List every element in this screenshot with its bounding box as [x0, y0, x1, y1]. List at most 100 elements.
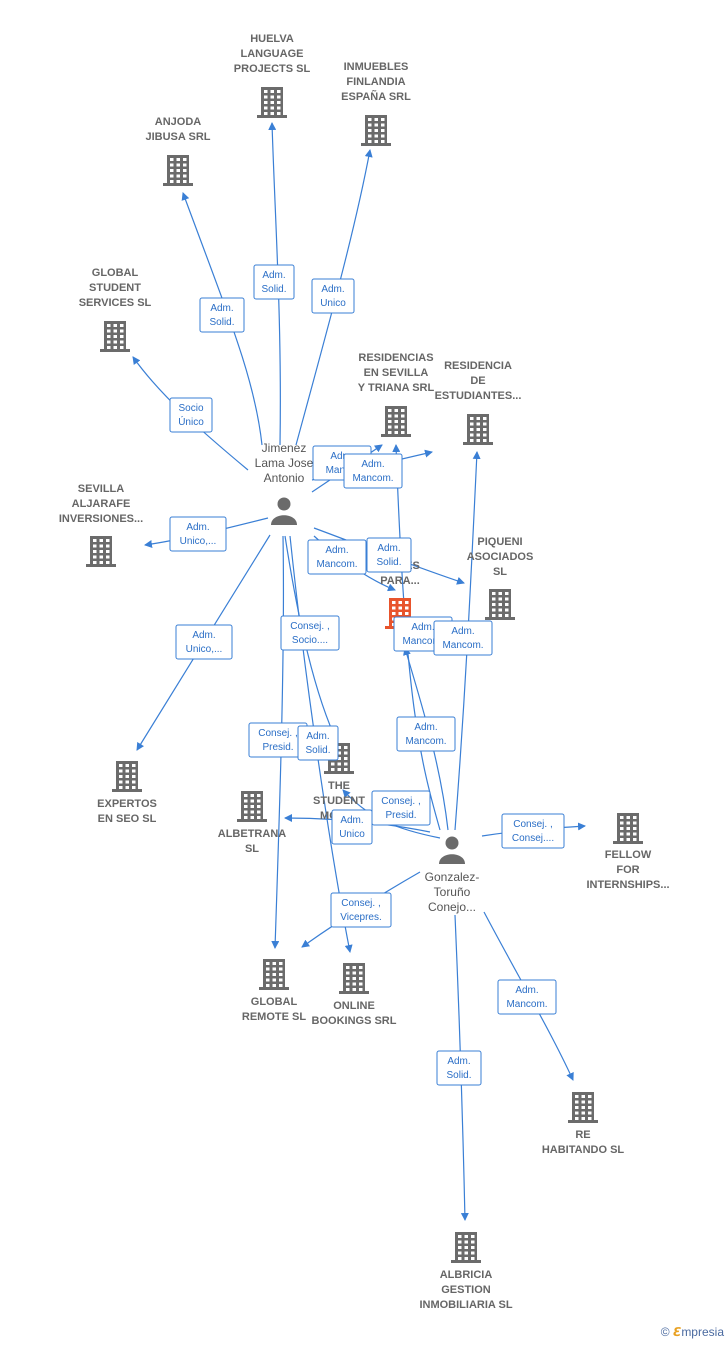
company-label: ALBRICIA: [440, 1269, 493, 1281]
relation-label-r1[interactable]: Adm.Solid.: [253, 264, 295, 300]
company-node-global_remote[interactable]: GLOBAL REMOTE SL: [242, 959, 306, 1023]
company-node-sevilla_aljarafe[interactable]: SEVILLAALJARAFEINVERSIONES...: [59, 483, 143, 567]
relation-text: Adm.: [306, 731, 329, 742]
building-icon: [86, 536, 116, 567]
relation-label-r6[interactable]: Adm.Mancom.: [343, 453, 403, 489]
company-node-fellow[interactable]: FELLOWFORINTERNSHIPS...: [586, 813, 670, 891]
relation-label-r17[interactable]: Consej. ,Presid.: [371, 790, 431, 826]
relation-text: Mancom.: [402, 636, 443, 647]
company-label: ESTUDIANTES...: [435, 390, 522, 402]
empresia-logo-icon: ℇ: [672, 1325, 682, 1339]
company-node-residencia_estudiantes[interactable]: RESIDENCIADEESTUDIANTES...: [435, 360, 522, 445]
relation-text: Socio....: [292, 635, 328, 646]
company-label: INTERNSHIPS...: [586, 879, 669, 891]
company-label: HABITANDO SL: [542, 1144, 625, 1156]
company-label: STUDENT: [89, 282, 141, 294]
person-label: Gonzalez-: [425, 870, 480, 884]
person-node-gonzalez[interactable]: Gonzalez-ToruñoConejo...: [425, 836, 480, 915]
relation-label-r2[interactable]: Adm.Unico: [311, 278, 355, 314]
relation-text: Adm.: [262, 270, 285, 281]
company-label: Y TRIANA SRL: [358, 382, 435, 394]
company-label: SEVILLA: [78, 483, 125, 495]
company-label: ONLINE: [333, 1000, 375, 1012]
relation-text: Consej. ,: [513, 819, 552, 830]
person-icon: [439, 836, 465, 864]
company-label: GLOBAL: [251, 996, 298, 1008]
relation-text: Adm.: [411, 622, 434, 633]
relation-edge: [181, 192, 263, 446]
company-label: STUDENT: [313, 795, 365, 807]
relation-box: [297, 725, 339, 761]
company-label: THE: [328, 780, 350, 792]
relation-label-r19[interactable]: Consej. ,Consej....: [501, 813, 565, 849]
company-label: GLOBAL: [92, 267, 139, 279]
relation-text: Consej. ,: [290, 621, 329, 632]
empresia-watermark: © ℇmpresia: [661, 1325, 724, 1339]
company-label: FELLOW: [605, 849, 652, 861]
relation-box: [331, 809, 373, 845]
relation-label-r14[interactable]: Adm.Mancom.: [396, 716, 456, 752]
copyright-icon: ©: [660, 1325, 670, 1339]
relation-label-r20[interactable]: Consej. ,Vicepres.: [330, 892, 392, 928]
relation-label-r10[interactable]: Adm.Unico,...: [175, 624, 233, 660]
company-label: EN SEO SL: [98, 813, 157, 825]
relation-text: Mancom.: [316, 559, 357, 570]
company-label: RESIDENCIAS: [358, 352, 433, 364]
relation-label-r9[interactable]: Adm.Solid.: [366, 537, 412, 573]
person-label: Conejo...: [428, 900, 476, 914]
company-label: GESTION: [441, 1284, 491, 1296]
relation-box: [199, 297, 245, 333]
relation-label-r18[interactable]: Adm.Unico: [331, 809, 373, 845]
relation-text: Manc...: [326, 465, 359, 476]
relation-label-r11[interactable]: Consej. , Socio....: [280, 615, 340, 651]
company-label: HUELVA: [250, 33, 294, 45]
relation-label-r13[interactable]: Adm.Mancom.: [433, 620, 493, 656]
relation-label-r21[interactable]: Adm. Mancom.: [497, 979, 557, 1015]
company-label: SL: [493, 566, 507, 578]
building-icon: [485, 589, 515, 620]
relation-box: [253, 264, 295, 300]
company-label: REMOTE SL: [242, 1011, 306, 1023]
relation-label-r22[interactable]: Adm.Solid.: [436, 1050, 482, 1086]
relation-label-r3[interactable]: Adm.Solid.: [199, 297, 245, 333]
relation-text: Mancom.: [506, 999, 547, 1010]
company-label: DE: [470, 375, 485, 387]
relation-text: Consej. ,: [381, 796, 420, 807]
relation-label-r7[interactable]: Adm.Unico,...: [169, 516, 227, 552]
relation-text: Mancom.: [405, 736, 446, 747]
relation-box: [433, 620, 493, 656]
person-icon: [271, 497, 297, 525]
relation-box: [330, 892, 392, 928]
relation-text: Adm.: [210, 303, 233, 314]
company-node-re_habitando[interactable]: RE HABITANDO SL: [542, 1092, 625, 1156]
relation-text: Solid.: [305, 745, 330, 756]
building-icon: [361, 115, 391, 146]
building-icon: [613, 813, 643, 844]
relation-text: Mancom.: [352, 473, 393, 484]
relation-text: Solid.: [446, 1070, 471, 1081]
company-label: RE: [575, 1129, 590, 1141]
company-label: INMUEBLES: [344, 61, 409, 73]
building-icon: [451, 1232, 481, 1263]
building-icon: [568, 1092, 598, 1123]
relation-text: Adm.: [451, 626, 474, 637]
company-label: ESPAÑA SRL: [341, 90, 411, 103]
relation-text: Adm.: [515, 985, 538, 996]
relation-label-r16[interactable]: Adm. Solid.: [297, 725, 339, 761]
relation-text: Adm.: [377, 543, 400, 554]
company-label: ANJODA: [155, 116, 202, 128]
relation-label-r8[interactable]: Adm.Mancom.: [307, 539, 367, 575]
relation-text: Adm.: [186, 522, 209, 533]
